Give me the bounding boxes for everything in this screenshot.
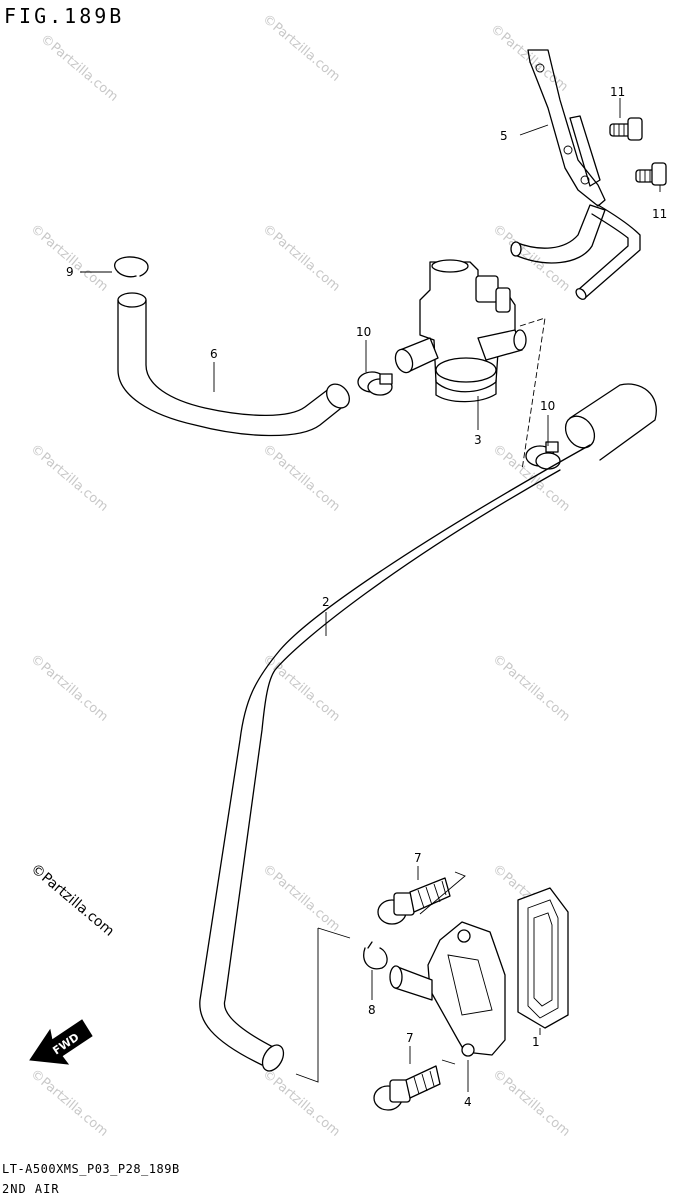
callout-6: 6 — [210, 347, 218, 361]
watermark: ©Partzilla.com — [489, 652, 572, 725]
watermark: ©Partzilla.com — [27, 1067, 110, 1140]
part-5-bracket-pipe — [510, 49, 641, 300]
watermark: ©Partzilla.com — [27, 222, 110, 295]
model-code: LT-A500XMS_P03_P28_189B — [2, 1162, 180, 1176]
leader-lines — [80, 98, 661, 1092]
part-3-reed-valve — [394, 259, 527, 403]
part-8-clip — [363, 941, 388, 970]
callout-4: 4 — [464, 1095, 472, 1109]
watermark: ©Partzilla.com — [27, 652, 110, 725]
callout-labels: 5 11 11 9 6 10 3 10 2 7 8 7 4 1 — [66, 85, 667, 1109]
part-7-bolt-upper — [377, 877, 451, 925]
callout-8: 8 — [368, 1003, 376, 1017]
watermark: ©Partzilla.com — [27, 442, 110, 515]
part-9-clip — [114, 256, 149, 278]
callout-5: 5 — [500, 129, 508, 143]
callout-9: 9 — [66, 265, 74, 279]
part-7-bolt-lower — [373, 1065, 441, 1111]
part-4-cover — [389, 921, 506, 1057]
callout-3: 3 — [474, 433, 482, 447]
part-10-clamp-left — [357, 371, 393, 396]
watermark: ©Partzilla.com — [259, 652, 342, 725]
part-11-bolt-upper — [609, 117, 643, 141]
callout-7-lower: 7 — [406, 1031, 414, 1045]
watermark: ©Partzilla.com — [259, 862, 342, 935]
callout-11-lower: 11 — [652, 207, 667, 221]
callout-11-upper: 11 — [610, 85, 625, 99]
watermark: ©Partzilla.com — [489, 222, 572, 295]
callout-7-upper: 7 — [414, 851, 422, 865]
callout-1: 1 — [532, 1035, 540, 1049]
copyright-text: ©Partzilla.com — [27, 861, 117, 940]
watermark: ©Partzilla.com — [37, 32, 120, 105]
part-11-bolt-lower — [635, 162, 667, 186]
watermark: ©Partzilla.com — [259, 12, 342, 85]
watermark: ©Partzilla.com — [489, 1067, 572, 1140]
figure-title: FIG.189B — [4, 4, 125, 28]
fwd-arrow: FWD — [29, 1019, 93, 1065]
part-1-gasket — [517, 887, 569, 1029]
callout-10-right: 10 — [540, 399, 555, 413]
callout-2: 2 — [322, 595, 330, 609]
watermark: ©Partzilla.com — [259, 1067, 342, 1140]
watermark: ©Partzilla.com — [259, 222, 342, 295]
part-6-hose — [117, 292, 350, 437]
section-name: 2ND AIR — [2, 1182, 60, 1196]
part-2-long-hose — [199, 383, 657, 1072]
callout-10-left: 10 — [356, 325, 371, 339]
watermark: ©Partzilla.com — [259, 442, 342, 515]
